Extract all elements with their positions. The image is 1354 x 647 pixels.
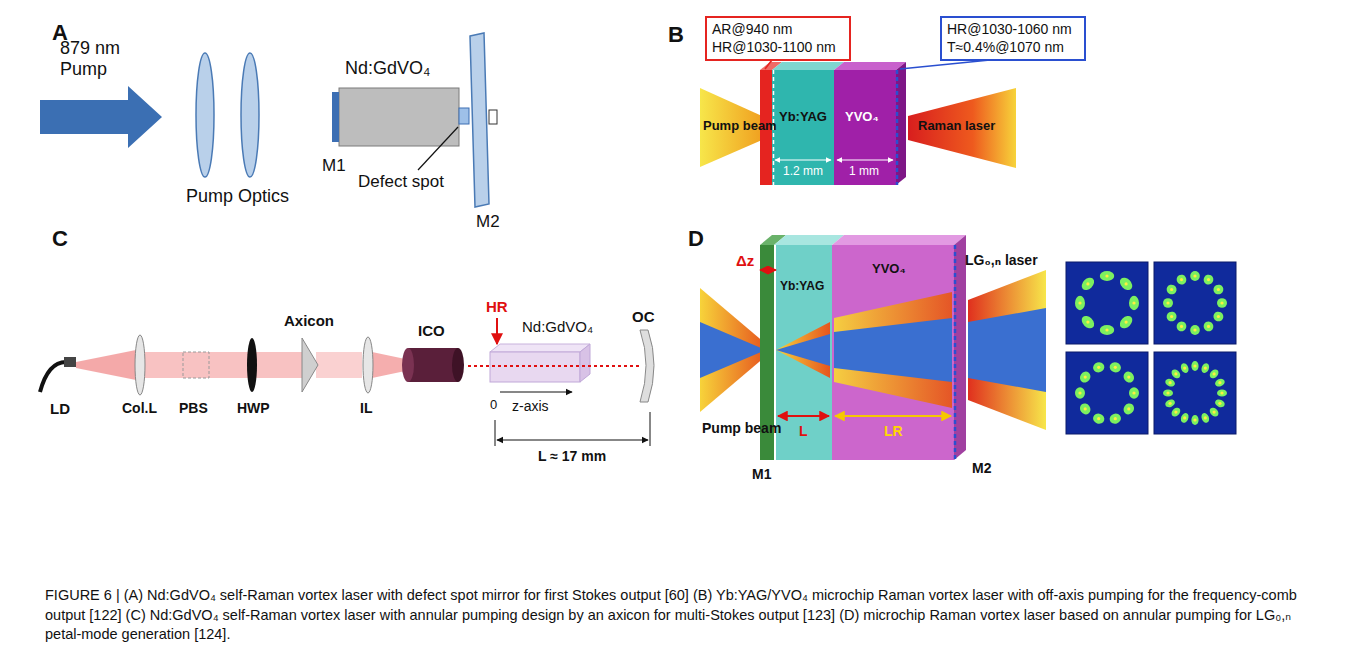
beam-label: LG₀,ₙ laser — [965, 252, 1038, 268]
beam-label: Raman laser — [918, 119, 995, 134]
beam-label: Pump beam — [702, 420, 781, 436]
crystal-name: Nd:GdVO₄ — [522, 318, 593, 335]
pump-label: 879 nm Pump — [60, 38, 130, 79]
part-name: Col.L — [122, 400, 157, 416]
crystal-name: YVO₄ — [872, 262, 906, 277]
mirror-name: M2 — [972, 460, 991, 476]
part-name: Defect spot — [358, 172, 444, 192]
part-name: HR — [486, 298, 508, 315]
axis-label: 0 — [490, 398, 497, 413]
dimension: L ≈ 17 mm — [538, 448, 606, 464]
dimension: L — [799, 423, 808, 439]
coating-box: HR@1030-1060 nm T≈0.4%@1070 nm — [940, 16, 1086, 61]
dimension: 1.2 mm — [783, 165, 823, 179]
part-name: IL — [360, 400, 372, 416]
dimension: Δz — [736, 252, 754, 269]
mirror-name: M1 — [752, 466, 771, 482]
mirror-name: M2 — [476, 212, 500, 232]
beam-label: Pump beam — [703, 119, 777, 134]
crystal-name: Nd:GdVO₄ — [345, 58, 430, 79]
coating-box: AR@940 nm HR@1030-1100 nm — [705, 16, 851, 61]
panel-letter: C — [52, 226, 68, 251]
part-name: LD — [50, 400, 70, 417]
dimension: LR — [884, 423, 903, 439]
coating-text: AR@940 nm HR@1030-1100 nm — [712, 21, 844, 56]
mirror-name: M1 — [322, 156, 346, 176]
panel-letter: B — [668, 22, 684, 47]
figure-caption: FIGURE 6 | (A) Nd:GdVO₄ self-Raman vorte… — [45, 586, 1310, 645]
part-name: PBS — [179, 400, 208, 416]
axis-label: z-axis — [512, 398, 549, 414]
part-name: HWP — [237, 400, 270, 416]
crystal-name: Yb:YAG — [779, 110, 827, 125]
part-name: Axicon — [284, 312, 334, 329]
coating-text: HR@1030-1060 nm T≈0.4%@1070 nm — [947, 21, 1079, 56]
part-name: Pump Optics — [186, 186, 289, 207]
crystal-name: Yb:YAG — [780, 280, 824, 294]
panel-letter: D — [688, 226, 704, 251]
crystal-name: YVO₄ — [845, 110, 879, 125]
part-name: ICO — [418, 322, 445, 339]
dimension: 1 mm — [849, 165, 879, 179]
part-name: OC — [632, 308, 655, 325]
